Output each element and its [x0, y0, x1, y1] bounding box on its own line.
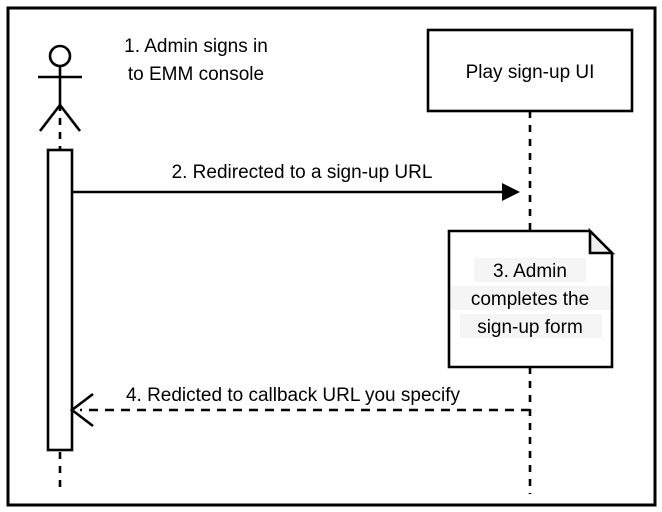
message-4-arrowhead-icon [69, 392, 94, 428]
message-4-redicted-to-callback-url: 4. Redicted to callback URL you specify [69, 385, 530, 428]
actor-label-line-2: to EMM console [128, 64, 264, 85]
actor-label-line-1: 1. Admin signs in [124, 36, 268, 57]
play-signup-ui-participant: Play sign-up UI [426, 28, 634, 113]
actor-activation-bar [46, 148, 74, 452]
signup-form-note: 3. Admin completes the sign-up form [447, 227, 616, 369]
note-fold-icon [588, 227, 616, 255]
note-text-highlight-1 [474, 258, 586, 282]
actor-right-leg-icon [58, 104, 82, 132]
message-2-redirected-to-signup-url: 2. Redirected to a sign-up URL [72, 162, 520, 201]
note-label-line-1: 3. Admin [493, 261, 567, 282]
message-2-label: 2. Redirected to a sign-up URL [172, 162, 433, 183]
note-label-line-2: completes the [471, 289, 589, 310]
note-text-highlight-2 [451, 286, 610, 310]
note-label-line-3: sign-up form [477, 317, 583, 338]
play-signup-ui-box [426, 28, 634, 113]
admin-actor [38, 44, 82, 150]
message-4-label: 4. Redicted to callback URL you specify [126, 385, 461, 406]
message-2-arrowhead-icon [502, 183, 520, 201]
actor-left-leg-icon [38, 104, 62, 132]
play-signup-ui-label: Play sign-up UI [466, 62, 595, 83]
note-text-highlight-3 [460, 314, 602, 338]
